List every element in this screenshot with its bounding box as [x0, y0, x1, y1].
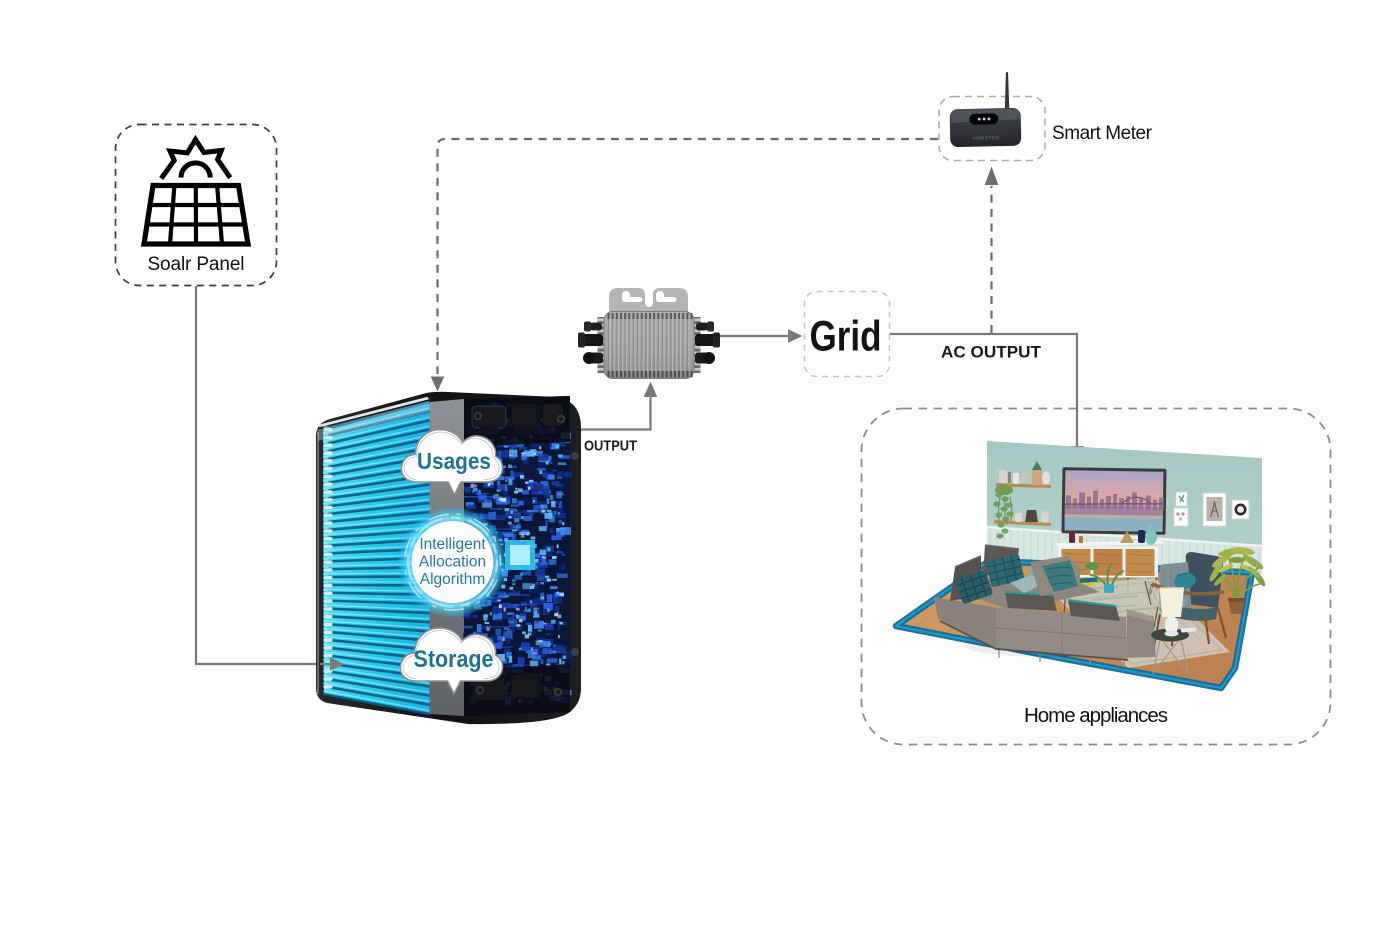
- svg-text:OUTPUT: OUTPUT: [584, 438, 637, 455]
- svg-text:Algorithm: Algorithm: [420, 571, 485, 588]
- svg-text:Intelligent: Intelligent: [419, 536, 486, 553]
- svg-text:Usages: Usages: [417, 448, 491, 474]
- svg-text:MARSTEK: MARSTEK: [973, 135, 1000, 141]
- svg-text:Grid: Grid: [810, 313, 882, 361]
- svg-text:Home appliances: Home appliances: [1024, 704, 1168, 727]
- svg-text:Soalr Panel: Soalr Panel: [148, 254, 245, 275]
- svg-text:Allocation: Allocation: [419, 554, 486, 571]
- svg-text:Smart Meter: Smart Meter: [1052, 123, 1153, 144]
- svg-text:Storage: Storage: [414, 646, 494, 673]
- svg-text:AC OUTPUT: AC OUTPUT: [941, 343, 1042, 362]
